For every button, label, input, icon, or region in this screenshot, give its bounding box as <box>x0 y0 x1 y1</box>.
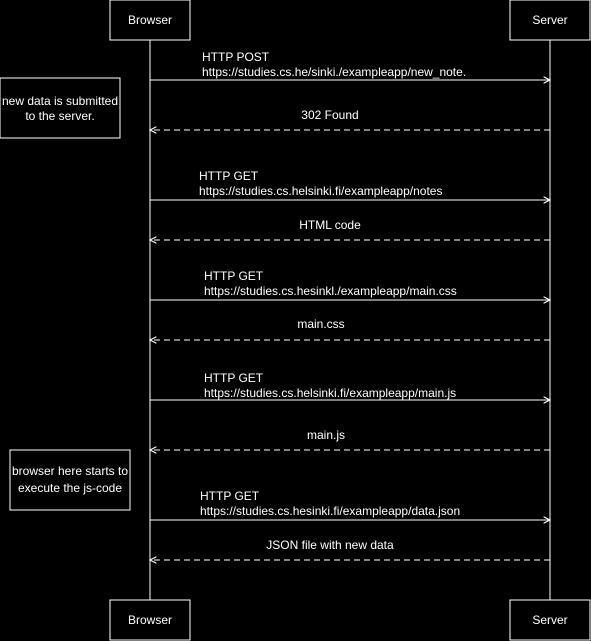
browser-label-top: Browser <box>128 13 172 27</box>
message-label: main.css <box>297 317 344 331</box>
message-label: HTTP POST <box>202 50 270 64</box>
message-label: https://studies.cs.helsinki.fi/exampleap… <box>199 184 442 198</box>
message-label: HTTP GET <box>204 269 264 283</box>
browser-label-bottom: Browser <box>128 613 172 627</box>
note-line: execute the js-code <box>18 481 122 495</box>
message-label: 302 Found <box>301 108 358 122</box>
message-main-js: main.js <box>150 428 550 450</box>
message-label: HTTP GET <box>200 489 260 503</box>
message-label: main.js <box>307 428 345 442</box>
server-participant-bottom[interactable]: Server <box>509 599 591 641</box>
note-line: to the server. <box>25 109 94 123</box>
message-label: https://studies.cs.he/sinki./exampleapp/… <box>202 65 466 79</box>
browser-participant-bottom[interactable]: Browser <box>109 599 191 641</box>
note-line: browser here starts to <box>12 464 128 478</box>
message-label: https://studies.cs.helsinki.fi/exampleap… <box>204 386 456 400</box>
browser-participant-top[interactable]: Browser <box>109 0 191 41</box>
note-js-execution: browser here starts to execute the js-co… <box>9 449 131 511</box>
message-label: HTML code <box>299 218 361 232</box>
message-label: JSON file with new data <box>266 538 394 552</box>
message-http-get-data-json: HTTP GET https://studies.cs.hesinki.fi/e… <box>150 489 550 520</box>
message-label: HTTP GET <box>204 371 264 385</box>
message-html-code: HTML code <box>150 218 550 240</box>
server-label-bottom: Server <box>532 613 567 627</box>
message-main-css: main.css <box>150 317 550 340</box>
note-data-submitted: new data is submitted to the server. <box>0 77 121 139</box>
message-label: HTTP GET <box>199 169 259 183</box>
message-json-file: JSON file with new data <box>150 538 550 560</box>
server-participant-top[interactable]: Server <box>509 0 591 41</box>
message-label: https://studies.cs.hesinki.fi/exampleapp… <box>200 504 460 518</box>
message-http-get-notes: HTTP GET https://studies.cs.helsinki.fi/… <box>150 169 550 200</box>
message-http-get-main-css: HTTP GET https://studies.cs.hesinkl./exa… <box>150 269 550 300</box>
message-http-get-main-js: HTTP GET https://studies.cs.helsinki.fi/… <box>150 371 550 400</box>
message-302-found: 302 Found <box>150 108 550 130</box>
server-label-top: Server <box>532 13 567 27</box>
message-label: https://studies.cs.hesinkl./exampleapp/m… <box>204 284 457 298</box>
message-http-post-new-note: HTTP POST https://studies.cs.he/sinki./e… <box>150 50 550 80</box>
note-line: new data is submitted <box>2 94 118 108</box>
